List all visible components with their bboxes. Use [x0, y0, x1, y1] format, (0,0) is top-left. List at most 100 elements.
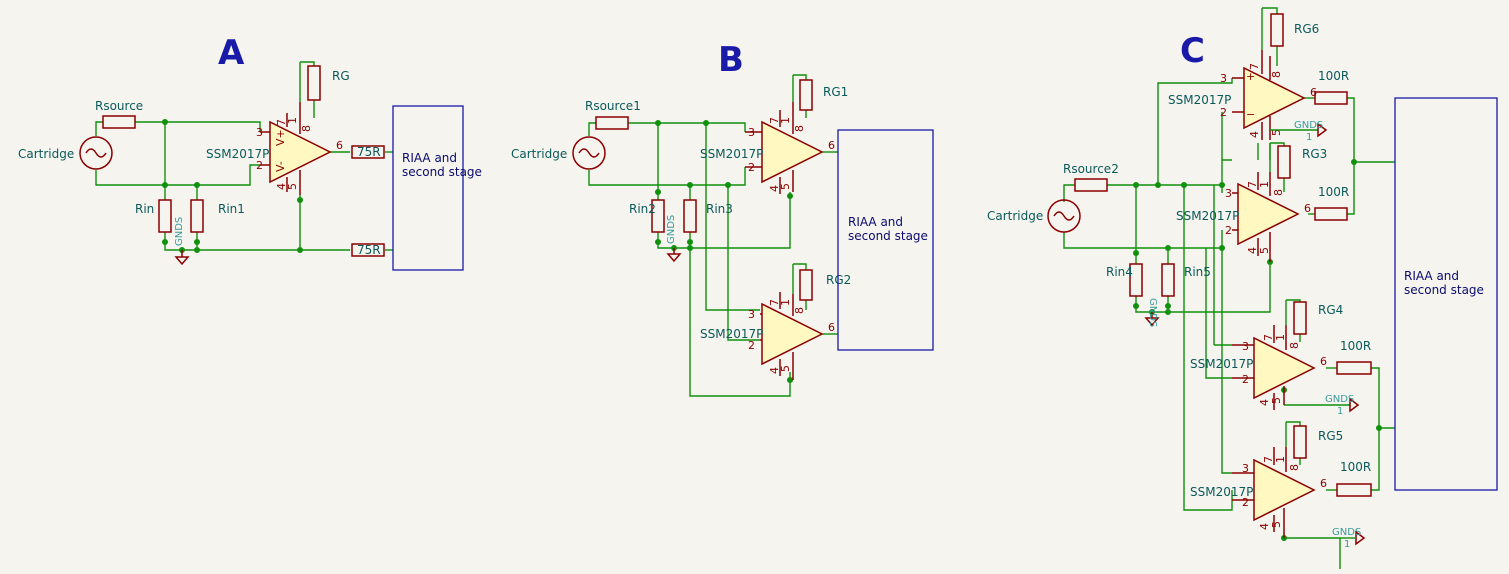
opamp-a: 3 2 7 1 8 4 5 6 V+ V- SSM2017P [206, 102, 343, 195]
pin-3: 3 [256, 126, 263, 139]
r100-1-label: 100R [1318, 69, 1349, 83]
rin1-resistor: Rin1 [190, 199, 245, 233]
pin-7: 7 [1262, 456, 1275, 463]
r100-2: 100R [1314, 185, 1349, 221]
pin-6: 6 [1320, 477, 1327, 490]
pin-8: 8 [793, 125, 806, 132]
pin-7: 7 [1246, 181, 1259, 188]
r100-1: 100R [1314, 69, 1349, 105]
cartridge-source-a: Cartridge [18, 136, 113, 170]
rg3-label: RG3 [1302, 147, 1327, 161]
cartridge-label-c: Cartridge [987, 209, 1043, 223]
opamp-b2: 3 2 6 7 1 8 4 5 SSM2017P [700, 292, 835, 380]
pin-6: 6 [828, 139, 835, 152]
riaa-b-line1: RIAA and [848, 215, 903, 229]
rin-resistor: Rin [135, 199, 172, 233]
gnd-symbol-b: GNDS [666, 215, 682, 263]
opamp-c3: 3 2 6 7 1 8 4 5 SSM2017P [1190, 325, 1327, 410]
rg1-resistor: RG1 [799, 79, 848, 111]
pin-6: 6 [1320, 355, 1327, 368]
rin1-label: Rin1 [218, 202, 245, 216]
rg6-label: RG6 [1294, 22, 1319, 36]
rin5-label: Rin5 [1184, 265, 1211, 279]
r100-4: 100R [1336, 460, 1372, 497]
pin-7: 7 [768, 299, 781, 306]
riaa-c-line1: RIAA and [1404, 269, 1459, 283]
rg3-resistor: RG3 [1277, 145, 1327, 179]
gnd-symbol-c: GNDS [1144, 298, 1160, 327]
r100-3-label: 100R [1340, 339, 1371, 353]
rg4-label: RG4 [1318, 303, 1343, 317]
opamp-c4: 3 2 6 7 1 8 4 5 SSM2017P [1190, 447, 1327, 538]
gnds-label-a: GNDS [174, 217, 185, 246]
pin-5: 5 [286, 183, 299, 190]
gnds-flag-2-label: GNDS [1325, 394, 1354, 405]
rg-resistor: RG [307, 65, 350, 101]
rg2-resistor: RG2 [799, 269, 851, 301]
opamp-label-c3: SSM2017P [1190, 357, 1253, 371]
pin-5: 5 [1270, 129, 1283, 136]
gnds-flag-2-num: 1 [1337, 406, 1343, 417]
cartridge-label-b: Cartridge [511, 147, 567, 161]
r75-bottom: 75R [351, 243, 385, 257]
gnds-flag-1-num: 1 [1306, 132, 1312, 143]
riaa-b-line2: second stage [848, 229, 928, 243]
r100-4-label: 100R [1340, 460, 1371, 474]
rg5-label: RG5 [1318, 429, 1343, 443]
cartridge-source-c: Cartridge [987, 199, 1081, 233]
gnds-label-b: GNDS [666, 215, 677, 244]
cartridge-source-b: Cartridge [511, 136, 606, 170]
pin-1: 1 [1274, 456, 1287, 463]
pin-2: 2 [256, 159, 263, 172]
cartridge-label-a: Cartridge [18, 147, 74, 161]
gnds-flag-1: GNDS 1 [1270, 120, 1328, 143]
plus-text: + [1246, 70, 1255, 83]
pin-4: 4 [1258, 523, 1271, 530]
r75-top: 75R [351, 145, 385, 159]
rg1-label: RG1 [823, 85, 848, 99]
gnds-flag-3-label: GNDS [1332, 527, 1361, 538]
pin-1: 1 [286, 117, 299, 124]
pin-6: 6 [828, 321, 835, 334]
opamp-label-b1: SSM2017P [700, 147, 763, 161]
section-title-b: B [718, 40, 744, 80]
pin-3: 3 [748, 308, 755, 321]
riaa-box-b: RIAA and second stage [837, 129, 934, 351]
pin-3: 3 [1225, 187, 1232, 200]
gnds-flag-2: GNDS 1 [1325, 394, 1360, 417]
pin-3: 3 [1242, 340, 1249, 353]
riaa-box-c: RIAA and second stage [1394, 97, 1498, 491]
minus-text: − [1246, 108, 1255, 121]
pin-8: 8 [1270, 71, 1283, 78]
gnds-flag-3-num: 1 [1344, 539, 1350, 550]
circuit-b: Cartridge Rsource1 Rin2 Rin3 GNDS RG1 RG… [511, 74, 934, 397]
pin-7: 7 [768, 117, 781, 124]
vplus-text: V+ [274, 129, 287, 146]
rsource2-label: Rsource2 [1063, 162, 1119, 176]
pin-7: 7 [275, 119, 288, 126]
opamp-c2: 3 2 6 7 1 8 4 5 SSM2017P [1176, 172, 1311, 262]
rg6-resistor: RG6 [1270, 13, 1319, 47]
section-title-c: C [1180, 31, 1205, 71]
pin-4: 4 [275, 183, 288, 190]
pin-6: 6 [1310, 86, 1317, 99]
opamp-label-a: SSM2017P [206, 147, 269, 161]
rin3-resistor: Rin3 [683, 199, 733, 233]
pin-1: 1 [1258, 181, 1271, 188]
pin-3: 3 [748, 126, 755, 139]
r100-2-label: 100R [1318, 185, 1349, 199]
pin-3: 3 [1220, 72, 1227, 85]
rg-label: RG [332, 69, 350, 83]
pin-4: 4 [1246, 247, 1259, 254]
rg5-resistor: RG5 [1293, 425, 1343, 459]
rin5-resistor: Rin5 [1161, 263, 1211, 297]
rin2-resistor: Rin2 [629, 199, 665, 233]
pin-2: 2 [748, 161, 755, 174]
circuit-a: Cartridge Rsource Rin Rin1 GNDS RG [18, 61, 482, 271]
pin-5: 5 [1270, 521, 1283, 528]
pin-8: 8 [1288, 342, 1301, 349]
pin-1: 1 [779, 299, 792, 306]
pin-8: 8 [793, 307, 806, 314]
